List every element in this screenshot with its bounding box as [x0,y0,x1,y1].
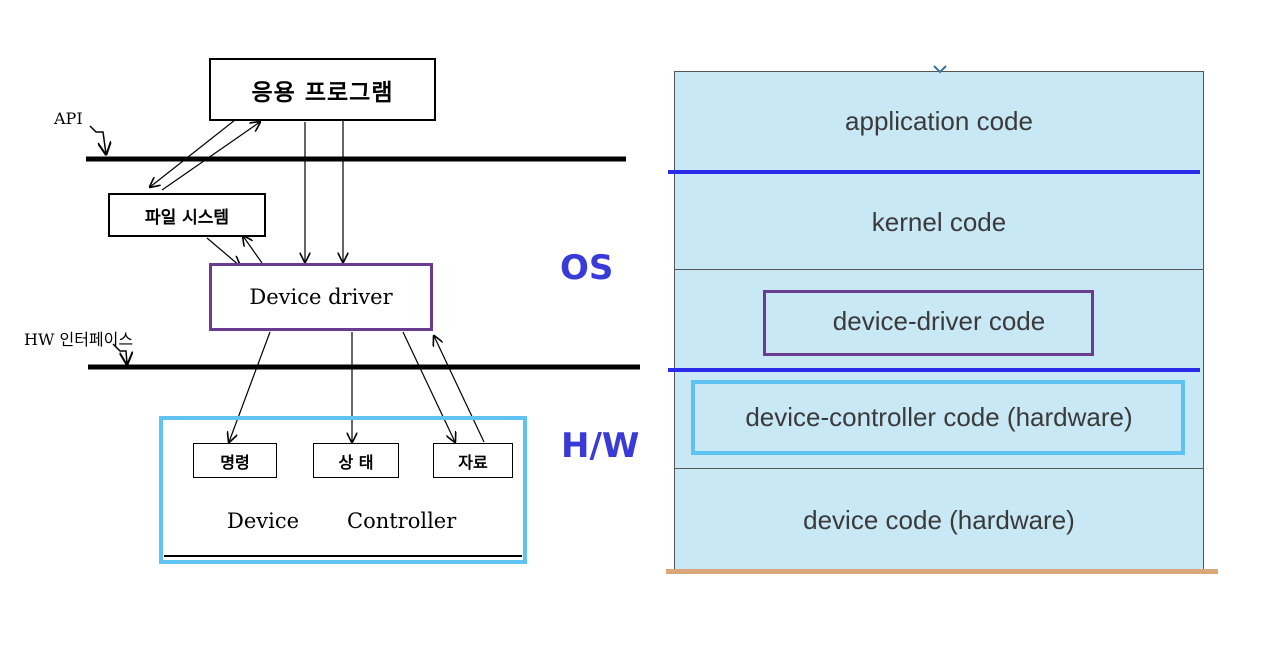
api-label: API [54,109,83,128]
controller-label-controller: Controller [347,509,457,533]
file-system-box: 파일 시스템 [108,193,266,237]
device-driver-highlight-box [763,290,1094,356]
layer-device-driver: device-driver code [674,270,1204,369]
app-program-label: 응용 프로그램 [251,78,394,106]
app-program-box: 응용 프로그램 [209,58,436,121]
fs-to-app-arrow [161,122,260,191]
file-system-label: 파일 시스템 [144,207,230,228]
api-pointer [89,125,106,154]
layer-kernel-label: kernel code [871,206,1007,237]
data-box: 자료 [433,443,513,478]
command-label: 명령 [220,452,250,472]
separator-app-kernel [668,170,1200,174]
device-controller-highlight-box [691,380,1185,455]
layer-device-controller-label: device-controller code (hardware) [745,401,1133,432]
top-marker [933,65,947,74]
os-label: OS [560,248,614,288]
layer-device-controller: device-controller code (hardware) [674,372,1204,468]
driver-to-cmd-arrow [229,331,271,442]
layer-application-label: application code [845,106,1033,136]
layer-device-label: device code (hardware) [803,504,1075,535]
status-box: 상 태 [313,443,399,478]
driver-to-fs-arrow [243,236,263,264]
separator-controller-device [674,468,1204,469]
app-to-fs-arrow [150,119,236,187]
command-box: 명령 [193,443,277,478]
hw-pointer [112,343,127,364]
left-diagram-lines [86,118,640,557]
device-driver-box: Device driver [209,263,433,331]
layer-device-driver-label: device-driver code [832,306,1046,336]
fs-to-driver-arrow [206,237,240,266]
device-controller-box [159,416,527,564]
layer-kernel: kernel code [674,174,1204,270]
separator-kernel-driver [674,269,1204,270]
hw-interface-label: HW 인터페이스 [24,330,134,349]
data-label: 자료 [458,452,488,472]
controller-label-device: Device [227,509,300,533]
layer-application: application code [674,71,1204,172]
hw-label: H/W [561,426,640,466]
status-label: 상 태 [338,452,374,472]
bottom-rule [666,569,1218,574]
layer-stack [674,71,1204,571]
layer-device: device code (hardware) [674,469,1204,571]
driver-to-data-arrow [402,331,455,442]
device-driver-label: Device driver [249,285,393,309]
separator-driver-controller [668,368,1200,372]
data-to-driver-arrow [434,336,485,443]
